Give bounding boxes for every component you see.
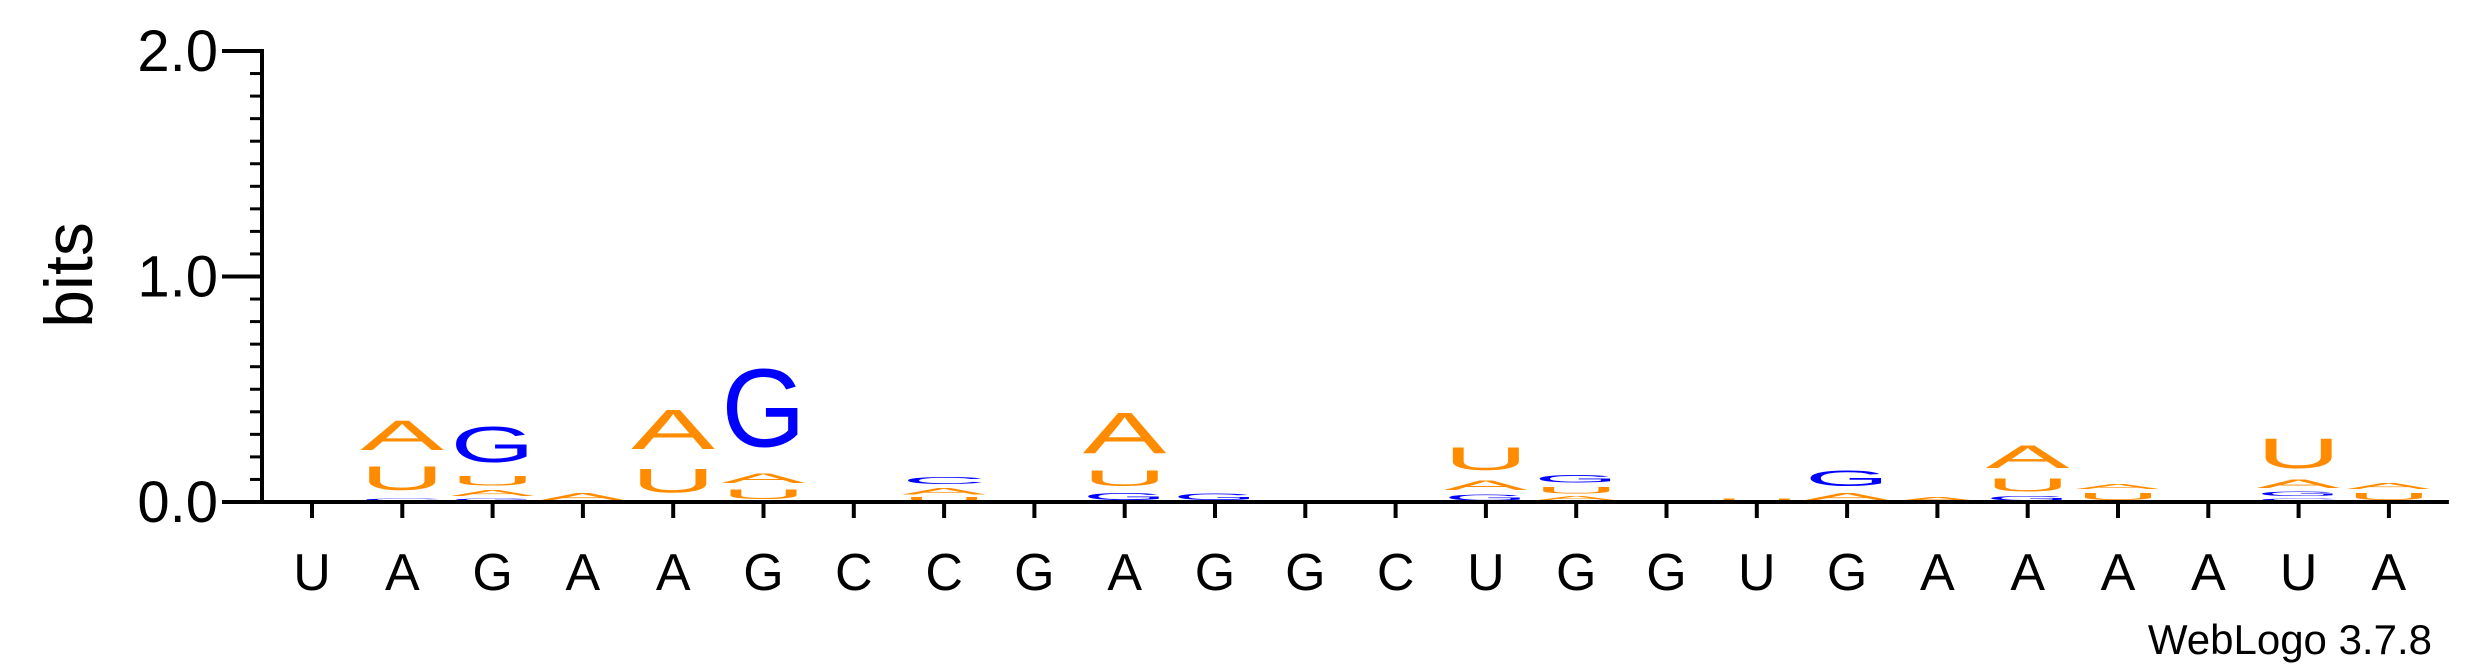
logo-letter-u: U <box>2347 491 2431 502</box>
logo-letter-a: A <box>360 411 444 459</box>
x-tick-label: A <box>656 544 691 602</box>
x-tick-label: G <box>1285 544 1325 602</box>
x-tick-label: G <box>1646 544 1686 602</box>
logo-letter-u: U <box>2076 491 2160 502</box>
x-tick-label: G <box>1195 544 1235 602</box>
logo-letter-a: A <box>1895 496 1979 502</box>
x-tick-label: G <box>1827 544 1867 602</box>
logo-letter-a: A <box>631 398 715 461</box>
logo-letter-u: U <box>1715 498 1799 502</box>
logo-letter-u: U <box>1986 475 2070 495</box>
x-tick-label: G <box>472 544 512 602</box>
logo-letter-u: U <box>722 486 806 502</box>
x-tick-label: U <box>1738 544 1776 602</box>
x-tick-label: G <box>1556 544 1596 602</box>
logo-letter-a: A <box>1986 439 2070 475</box>
logo-letter-a: A <box>902 486 987 496</box>
logo-letter-c: C <box>2257 498 2341 502</box>
logo-letter-a: A <box>2076 483 2161 491</box>
logo-letter-a: A <box>722 470 806 486</box>
logo-letter-g: G <box>1534 473 1618 485</box>
x-tick-label: A <box>1920 544 1955 602</box>
logo-letter-a: A <box>2257 477 2341 491</box>
x-tick-label: A <box>2191 544 2226 602</box>
logo-letter-a: A <box>1805 491 1890 502</box>
logo-letter-a: A <box>2347 482 2432 491</box>
x-tick-label: U <box>1467 544 1505 602</box>
logo-letter-u: U <box>1534 485 1618 495</box>
x-tick-label: G <box>743 544 783 602</box>
logo-letter-g: G <box>451 498 535 502</box>
logo-letter-c: C <box>360 498 444 502</box>
logo-letter-u: U <box>1083 466 1167 491</box>
logo-letter-g: G <box>1805 466 1889 491</box>
x-tick-label: C <box>835 544 873 602</box>
logo-letter-g: G <box>1173 492 1257 502</box>
x-tick-label: U <box>293 544 331 602</box>
x-tick-label: C <box>1377 544 1415 602</box>
logo-letter-a: A <box>541 491 626 502</box>
x-tick-label: A <box>1107 544 1142 602</box>
x-tick-label: A <box>2101 544 2136 602</box>
y-axis: 0.0 1.0 2.0 <box>137 19 264 535</box>
logo-letter-a: A <box>451 488 536 497</box>
x-tick-label: G <box>1014 544 1054 602</box>
logo-letter-u: U <box>451 473 535 489</box>
logo-letter-u: U <box>360 459 444 497</box>
y-tick-label: 2.0 <box>137 19 218 84</box>
x-tick-label: A <box>2010 544 2045 602</box>
logo-letter-a: A <box>1444 477 1528 493</box>
logo-letter-a: A <box>1534 495 1619 502</box>
logo-letter-u: U <box>2257 430 2341 478</box>
y-tick-label: 1.0 <box>137 245 218 310</box>
y-tick-label: 0.0 <box>137 470 218 535</box>
y-axis-label: bits <box>31 222 107 328</box>
logo-letter-g: G <box>1986 495 2070 502</box>
x-tick-label: A <box>2372 544 2407 602</box>
x-tick-label: A <box>385 544 420 602</box>
logo-letter-u: U <box>631 461 715 499</box>
logo-letter-g: G <box>1444 493 1528 502</box>
x-tick-label: C <box>925 544 963 602</box>
weblogo-credit: WebLogo 3.7.8 <box>2148 616 2432 663</box>
logo-letter-g: G <box>2257 491 2341 498</box>
x-tick-label: U <box>2280 544 2318 602</box>
logo-letter-a: A <box>1083 400 1168 466</box>
x-tick-label: A <box>566 544 601 602</box>
logo-letter-g: G <box>451 416 535 472</box>
logo-letter-g: G <box>1083 491 1167 502</box>
logo-letter-g: G <box>722 347 806 471</box>
logo-letter-c: C <box>902 475 986 486</box>
logo-letter-u: U <box>902 496 986 502</box>
logo-letter-u: U <box>1444 441 1528 477</box>
